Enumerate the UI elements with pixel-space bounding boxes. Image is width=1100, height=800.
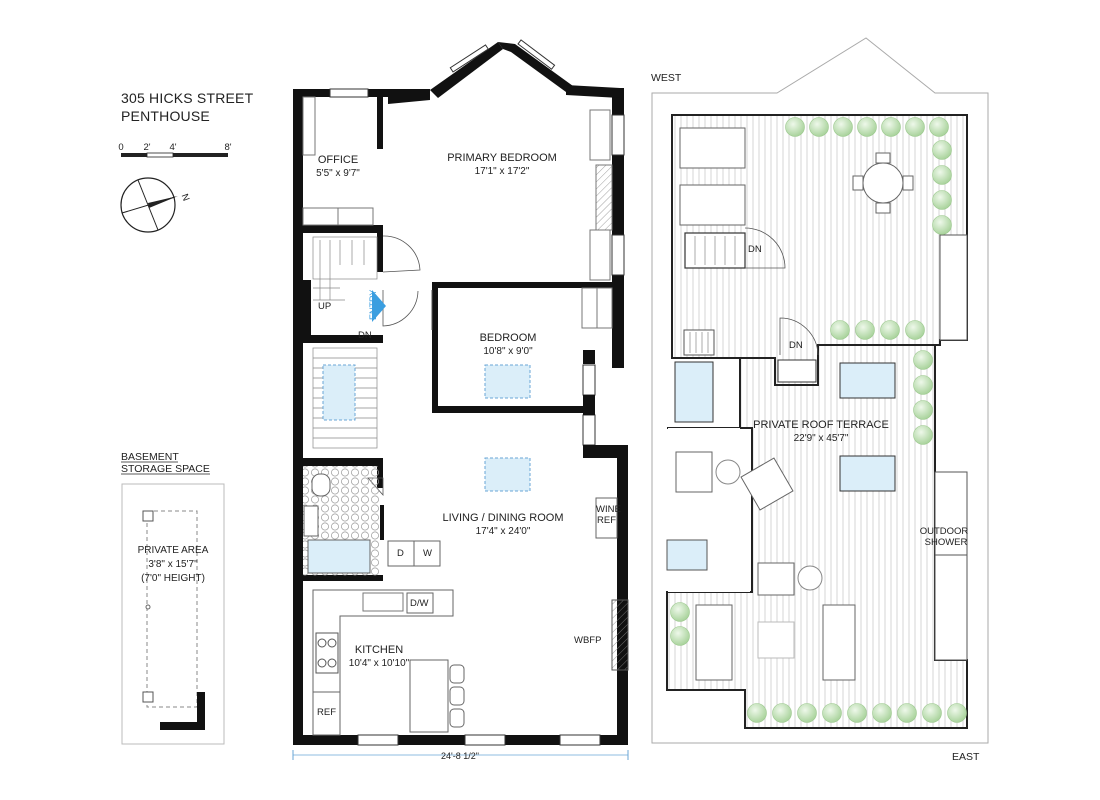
primary-bedroom-dims: 17'1" x 17'2" — [475, 166, 530, 177]
bedroom-name: BEDROOM — [480, 332, 537, 344]
entry-label: ENTRY — [368, 290, 378, 320]
plant-icon — [913, 375, 933, 395]
plant-icon — [785, 117, 805, 137]
storage-heading: STORAGE SPACE — [121, 463, 210, 475]
plant-icon — [932, 165, 952, 185]
plant-icon — [833, 117, 853, 137]
living-dining-name: LIVING / DINING ROOM — [442, 512, 563, 524]
stairs-up-label: UP — [318, 301, 331, 312]
plant-icon — [905, 117, 925, 137]
plant-icon — [913, 350, 933, 370]
primary-bedroom-name: PRIMARY BEDROOM — [447, 152, 557, 164]
basement-storage: BASEMENT STORAGE SPACE PRIVATE AREA 3'8"… — [121, 451, 225, 745]
bedroom-dims: 10'8" x 9'0" — [483, 346, 533, 357]
scale-bar: 0 2' 4' 8' — [118, 142, 232, 158]
plant-icon — [847, 703, 867, 723]
plant-icon — [747, 703, 767, 723]
ref-label: REF — [317, 707, 336, 718]
plant-icon — [857, 117, 877, 137]
wbfp-label: WBFP — [574, 635, 601, 646]
plant-icon — [881, 117, 901, 137]
plant-icon — [809, 117, 829, 137]
north-label: N — [179, 192, 192, 202]
roof-plan: WEST EAST PRIVATE ROOF TERRACE 22'9" x 4… — [651, 37, 989, 763]
address-line: 305 HICKS STREET — [121, 90, 254, 106]
scale-tick-8: 8' — [224, 142, 231, 153]
kitchen-name: KITCHEN — [355, 644, 403, 656]
unit-line: PENTHOUSE — [121, 108, 210, 124]
plant-icon — [932, 140, 952, 160]
roof-dn-label-2: DN — [789, 340, 803, 351]
scale-tick-2: 2' — [143, 142, 150, 153]
roof-dn-label-1: DN — [748, 244, 762, 255]
plant-icon — [855, 320, 875, 340]
plant-icon — [905, 320, 925, 340]
shower-label-1: OUTDOOR — [920, 526, 969, 537]
dryer-label: D — [397, 548, 404, 559]
plant-icon — [797, 703, 817, 723]
terrace-dims: 22'9" x 45'7" — [794, 433, 849, 444]
plant-icon — [670, 626, 690, 646]
private-area-name: PRIVATE AREA — [138, 545, 209, 556]
living-dining-dims: 17'4" x 24'0" — [476, 526, 531, 537]
plant-icon — [670, 602, 690, 622]
scale-tick-4: 4' — [169, 142, 176, 153]
plant-icon — [932, 190, 952, 210]
plant-icon — [947, 703, 967, 723]
wine-ref-label-1: WINE — [596, 504, 621, 515]
width-dimension: 24'-8 1/2" — [441, 751, 479, 761]
apartment-plan: 24'-8 1/2" OFFICE 5'5" x 9'7" PRIMARY BE… — [292, 39, 629, 761]
basement-heading: BASEMENT — [121, 451, 179, 463]
plant-icon — [880, 320, 900, 340]
plant-icon — [922, 703, 942, 723]
plant-icon — [772, 703, 792, 723]
private-area-dims: 3'8" x 15'7" — [148, 559, 198, 570]
plant-icon — [897, 703, 917, 723]
kitchen-dims: 10'4" x 10'10" — [349, 658, 410, 669]
entry-arrow-icon — [372, 290, 386, 322]
plant-icon — [913, 425, 933, 445]
plant-icon — [913, 400, 933, 420]
washer-label: W — [423, 548, 432, 559]
stairs-down-label: DN — [358, 330, 372, 341]
west-label: WEST — [651, 72, 682, 84]
scale-tick-0: 0 — [118, 142, 123, 153]
plant-icon — [929, 117, 949, 137]
dishwasher-label: D/W — [410, 598, 429, 609]
terrace-name: PRIVATE ROOF TERRACE — [753, 419, 889, 431]
plant-icon — [932, 215, 952, 235]
office-name: OFFICE — [318, 154, 358, 166]
plant-icon — [822, 703, 842, 723]
private-area-height: (7'0" HEIGHT) — [141, 573, 205, 584]
office-dims: 5'5" x 9'7" — [316, 168, 360, 179]
plant-icon — [872, 703, 892, 723]
east-label: EAST — [952, 751, 980, 763]
compass-icon: N — [120, 177, 192, 233]
wine-ref-label-2: REF — [597, 515, 616, 526]
plant-icon — [830, 320, 850, 340]
shower-label-2: SHOWER — [925, 537, 968, 548]
